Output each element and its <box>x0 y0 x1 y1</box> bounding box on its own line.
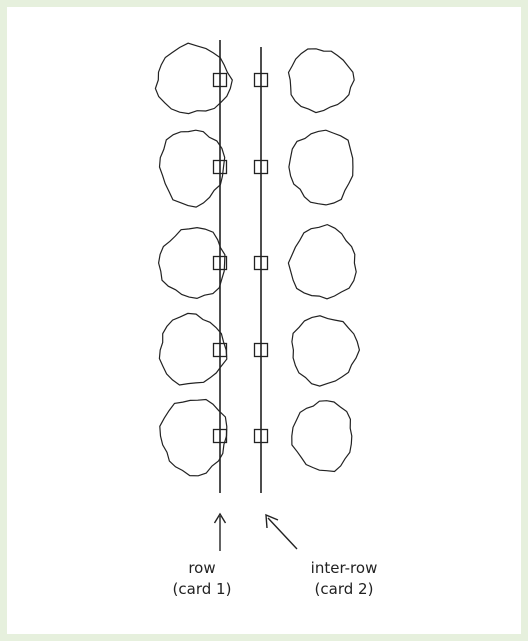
quadrat-interrow-4 <box>253 342 269 358</box>
quadrat-row-4 <box>212 342 228 358</box>
plant-left-4 <box>158 312 228 386</box>
quadrat-interrow-5 <box>253 428 269 444</box>
plant-right-4 <box>291 315 361 387</box>
quadrat-squares <box>212 72 269 444</box>
diagram-frame <box>7 7 521 634</box>
row-caption-line2: (card 1) <box>172 580 232 598</box>
quadrat-row-1 <box>212 72 228 88</box>
plant-left-5 <box>159 398 228 477</box>
plant-left-3 <box>157 226 226 300</box>
plant-right-2 <box>288 129 354 206</box>
quadrat-row-3 <box>212 255 228 271</box>
quadrat-row-5 <box>212 428 228 444</box>
quadrat-row-2 <box>212 159 228 175</box>
plant-right-3 <box>287 223 357 300</box>
quadrat-interrow-3 <box>253 255 269 271</box>
interrow-caption: inter-row (card 2) <box>280 558 408 600</box>
interrow-arrow <box>265 513 298 550</box>
row-caption-line1: row <box>188 559 216 577</box>
plant-left-1 <box>154 42 233 115</box>
quadrat-interrow-2 <box>253 159 269 175</box>
plant-left-2 <box>158 129 226 208</box>
row-caption: row (card 1) <box>150 558 254 600</box>
plant-right-5 <box>291 400 353 473</box>
plant-outlines <box>154 42 361 477</box>
row-arrow <box>213 512 227 551</box>
interrow-caption-line1: inter-row <box>310 559 378 577</box>
quadrat-interrow-1 <box>253 72 269 88</box>
plant-right-1 <box>287 48 355 114</box>
interrow-caption-line2: (card 2) <box>314 580 374 598</box>
